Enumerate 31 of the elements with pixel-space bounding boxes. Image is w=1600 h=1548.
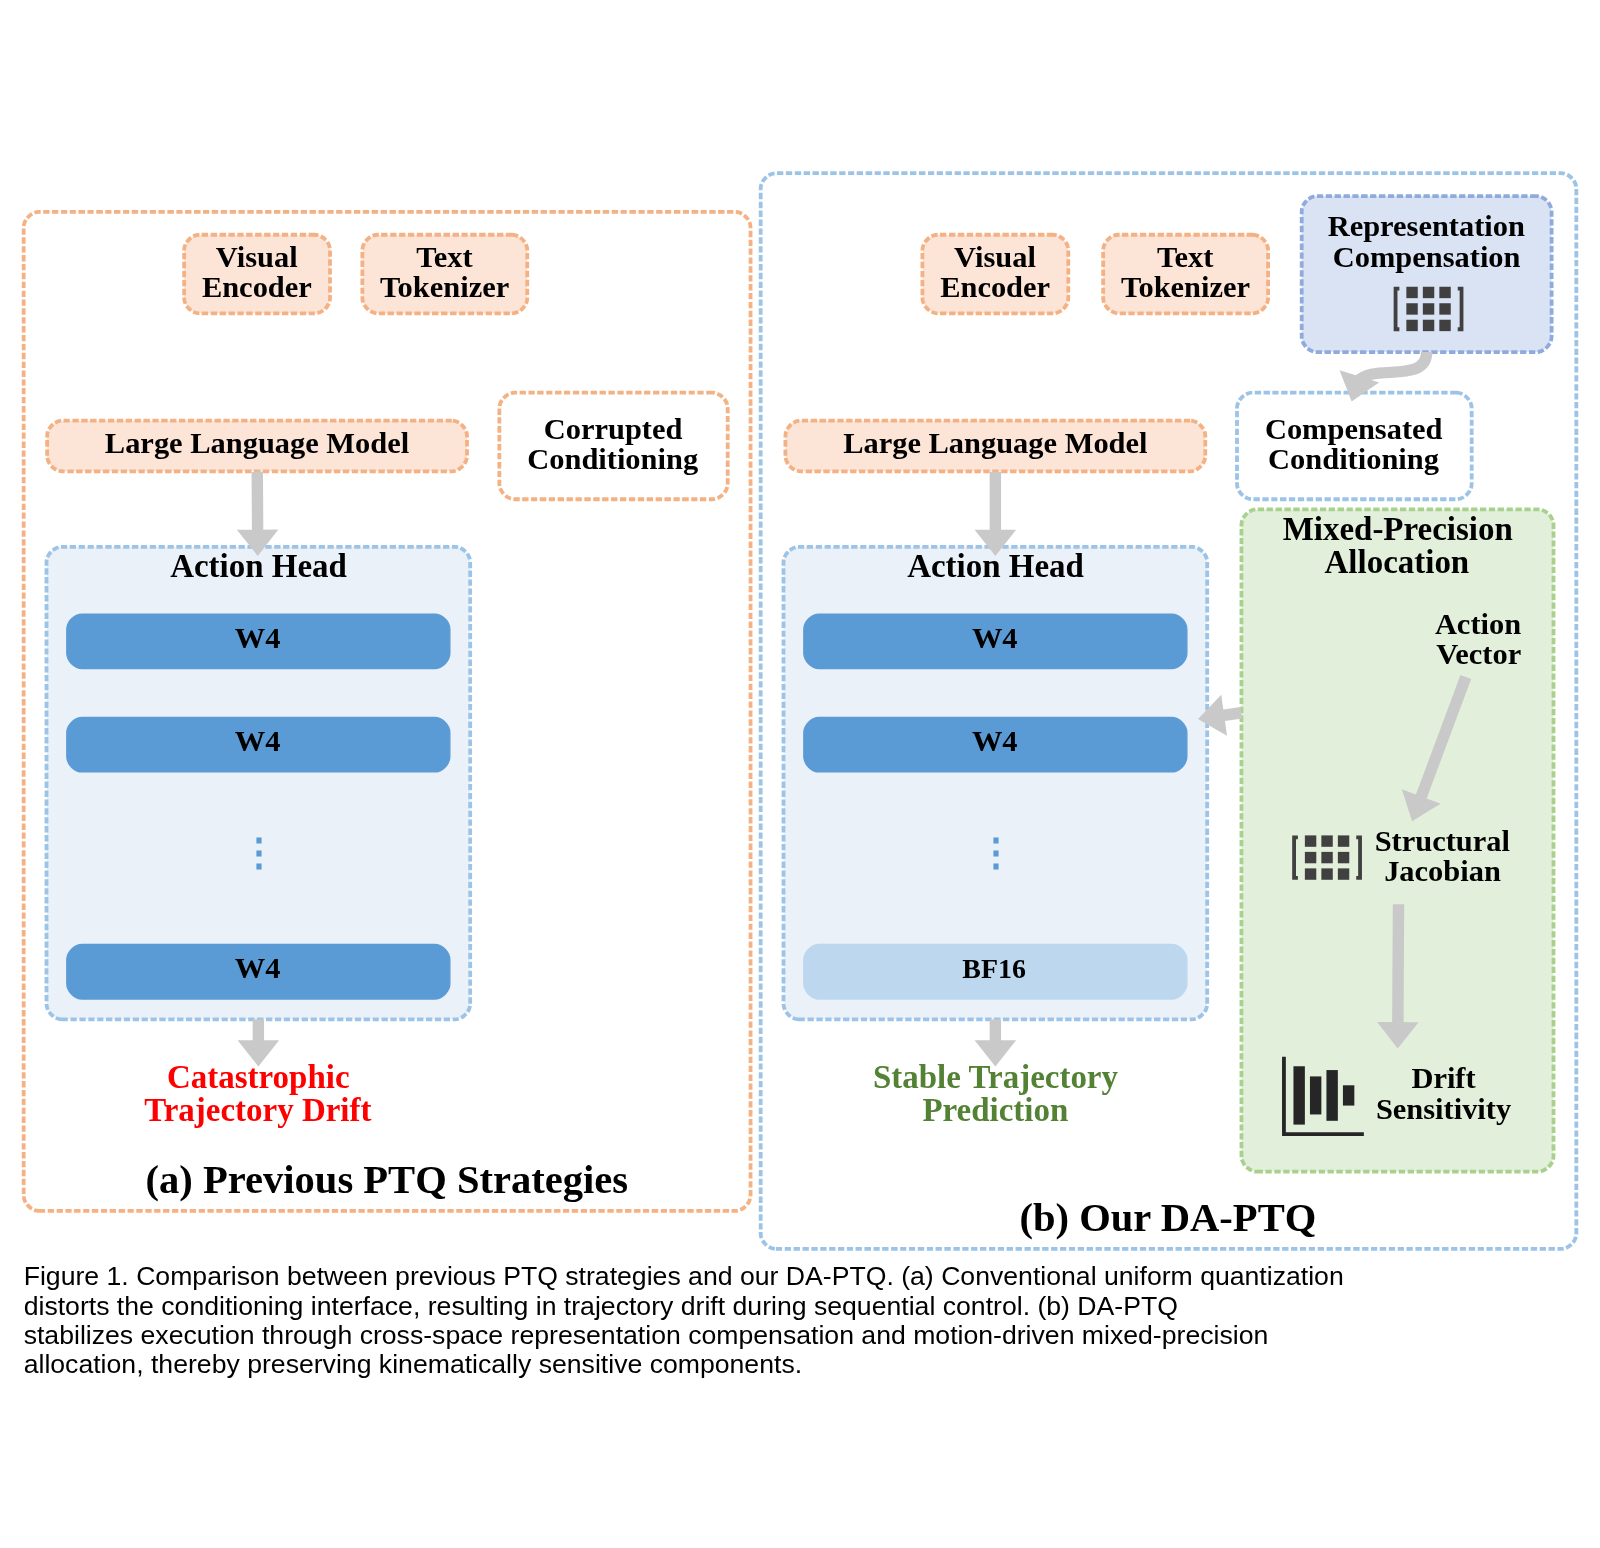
node-box: Visual Encoder xyxy=(182,232,332,315)
node-box: W4 xyxy=(66,943,451,1000)
label: ⋮ xyxy=(976,831,1015,874)
node-text: Action Vector xyxy=(1434,606,1522,671)
arrow xyxy=(974,471,1017,556)
node-box: Corrupted Conditioning xyxy=(497,390,730,501)
arrow xyxy=(237,1018,280,1067)
arrow xyxy=(1198,694,1243,736)
node-box: W4 xyxy=(66,716,451,773)
node-box: Representation Compensation xyxy=(1299,193,1554,354)
node-box: Visual Encoder xyxy=(920,232,1071,315)
node-box: Large Language Model xyxy=(783,418,1208,473)
node-box: Text Tokenizer xyxy=(1101,232,1270,315)
label: ⋮ xyxy=(239,831,278,874)
arrow xyxy=(236,471,279,556)
caption: Figure 1. Comparison between previous PTQ strategies and our DA-PTQ. (a) Conventional uniform quantization distorts the conditioning interface, resulting in trajectory drift during sequential control. (b) DA-PTQ stabilizes execution through cross-space representation compensation and motion-driven mixed-precision allocation, thereby preserving kinematically sensitive components. xyxy=(23,1260,1344,1379)
node-box: Compensated Conditioning xyxy=(1235,390,1474,501)
node-box: BF16 xyxy=(803,943,1188,1000)
node-text: Catastrophic Trajectory Drift xyxy=(144,1058,372,1128)
node-box: W4 xyxy=(66,612,451,669)
node-label: Drift Sensitivity xyxy=(1375,1060,1512,1126)
node-box: Text Tokenizer xyxy=(360,232,530,315)
node-text: Stable Trajectory Prediction xyxy=(872,1058,1118,1128)
arrow xyxy=(1377,903,1419,1049)
arrow xyxy=(974,1018,1017,1067)
node-label: Structural Jacobian xyxy=(1374,823,1510,888)
arrow xyxy=(1401,674,1472,821)
node-box: W4 xyxy=(803,716,1188,773)
arrow xyxy=(1339,350,1433,401)
node-box: Large Language Model xyxy=(45,418,469,473)
node-box: W4 xyxy=(803,612,1188,669)
